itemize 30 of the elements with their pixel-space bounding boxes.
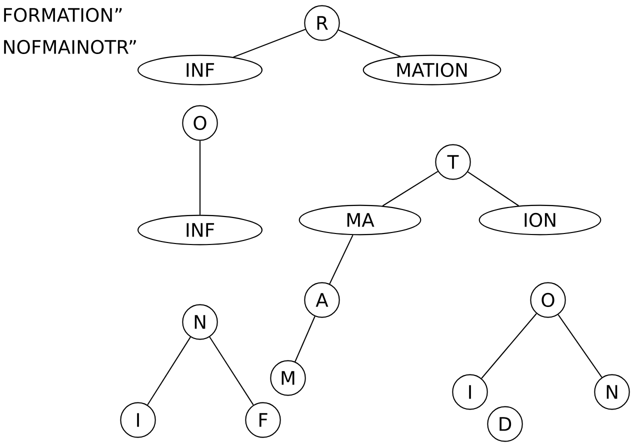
- tree-edge: [468, 171, 519, 206]
- ellipse-node: INF: [137, 54, 263, 86]
- tree-edge: [294, 316, 316, 362]
- tree-edge: [558, 314, 602, 378]
- tree-edge: [329, 234, 354, 284]
- circle-node: N: [182, 304, 218, 340]
- tree-edge: [382, 171, 438, 206]
- string-text: FORMATION”: [4, 8, 122, 22]
- circle-node: F: [245, 402, 281, 438]
- circle-node: T: [435, 144, 471, 180]
- circle-node: N: [594, 374, 630, 410]
- tree-edge: [233, 28, 306, 58]
- ellipse-node: MA: [298, 204, 422, 236]
- tree-edge: [199, 140, 201, 215]
- circle-node: D: [487, 406, 523, 442]
- ellipse-node: INF: [137, 214, 263, 246]
- circle-node: I: [452, 374, 488, 410]
- tree-edge: [209, 336, 254, 406]
- circle-node: O: [182, 105, 218, 141]
- circle-node: M: [270, 360, 306, 396]
- circle-node: I: [120, 402, 156, 438]
- circle-node: O: [530, 282, 566, 318]
- tree-edge: [481, 313, 537, 379]
- circle-node: A: [304, 282, 340, 318]
- ellipse-node: MATION: [362, 54, 502, 86]
- tree-edge: [338, 30, 401, 57]
- string-text: NOFMAINOTR”: [4, 40, 136, 54]
- ellipse-node: ION: [478, 204, 602, 236]
- circle-node: R: [304, 5, 340, 41]
- tree-edge: [147, 336, 191, 406]
